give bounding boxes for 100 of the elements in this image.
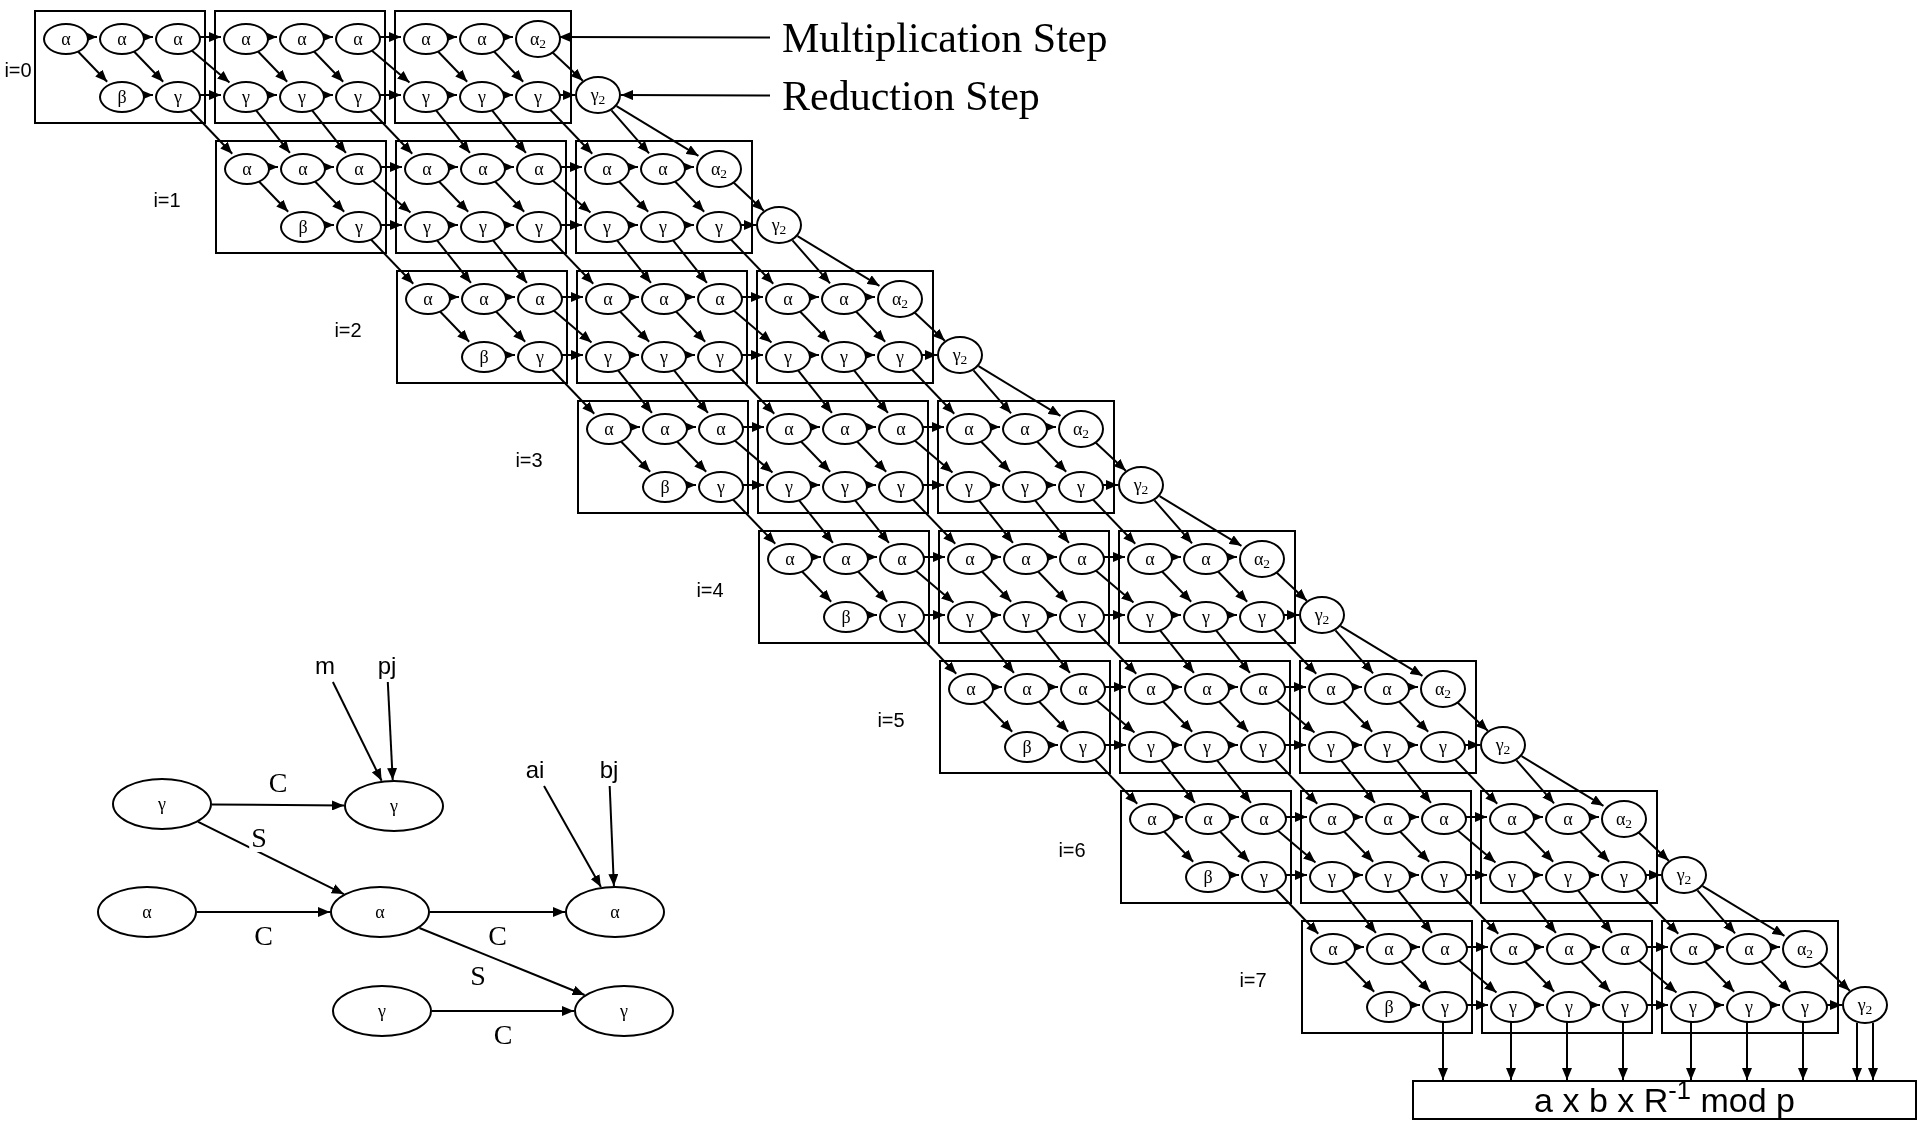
cell-ellipse: α [1003,543,1049,575]
arrow [331,681,383,782]
stage-frame [396,270,568,384]
cell-ellipse: α [1365,803,1411,835]
stage-frame [1299,660,1477,774]
cell-ellipse: γ [1058,471,1104,503]
row-label: i=2 [334,320,362,340]
arrow [1868,1021,1878,1081]
cell-ellipse: α [330,886,430,938]
cell-ellipse: α [1726,933,1772,965]
cell-ellipse: γ [1003,601,1049,633]
arrow [386,681,398,781]
cell-ellipse: γ [641,341,687,373]
input-label: ai [518,754,552,786]
cell-ellipse: α [1310,933,1356,965]
arrow [977,365,1062,417]
stage-frame [1118,530,1296,644]
row-label: i=3 [515,450,543,470]
arrow [1742,1020,1752,1081]
cell-ellipse: γ$_{2}$ [1661,856,1707,894]
cell-ellipse: γ [1421,861,1467,893]
cell-ellipse: γ [404,211,450,243]
cell-ellipse: α [1309,803,1355,835]
arrow [1852,1021,1862,1081]
cell-ellipse: γ [1183,601,1229,633]
cell-ellipse: α [1059,543,1105,575]
cell-ellipse: γ [516,211,562,243]
cell-ellipse: γ [1184,731,1230,763]
stage-frame [576,270,748,384]
cell-ellipse: γ [877,341,923,373]
arrow [1274,570,1308,602]
stage-frame [1301,920,1473,1034]
cell-ellipse: α [821,283,867,315]
stage-frame [937,400,1115,514]
cell-ellipse: γ [1309,861,1355,893]
cell-ellipse: γ [336,211,382,243]
cell-ellipse: γ [822,471,868,503]
cell-ellipse: α [698,413,744,445]
cell-ellipse: γ [697,341,743,373]
arrow [1562,1020,1572,1081]
cell-ellipse: γ [1489,861,1535,893]
cell-ellipse: α [1308,673,1354,705]
cell-ellipse: γ [879,601,925,633]
cell-ellipse: γ [279,81,325,113]
cell-ellipse: γ [1002,471,1048,503]
cell-ellipse: α$_{2}$ [1782,930,1828,968]
cell-ellipse: α [155,23,201,55]
cell-ellipse: α [99,23,145,55]
stage-frame [1480,790,1658,904]
stage-frame [757,400,929,514]
cell-ellipse: α [640,153,686,185]
stage-frame [758,530,930,644]
cell-ellipse: γ [112,778,212,830]
cell-ellipse: γ [1546,991,1592,1023]
arrow [972,369,1013,415]
cell-ellipse: γ [1545,861,1591,893]
cell-ellipse: α [766,413,812,445]
arrow [1455,700,1489,732]
cell-ellipse: γ [332,985,432,1037]
arrow [1093,440,1127,472]
cell-ellipse: β [280,211,326,243]
cell-ellipse: γ [1782,991,1828,1023]
cell-ellipse: α [1489,803,1535,835]
stage-frame [1120,790,1292,904]
cell-ellipse: α [586,413,632,445]
stage-frame [395,140,567,254]
stage-frame [575,140,753,254]
arrow [1636,830,1670,862]
stage-frame [939,660,1111,774]
arrow [1686,1020,1696,1081]
cell-ellipse: γ [696,211,742,243]
cell-ellipse: γ$_{2}$ [1842,986,1888,1024]
cell-ellipse: α [1128,673,1174,705]
arrow [1520,755,1605,807]
cell-ellipse: γ [1308,731,1354,763]
arrow [196,907,331,917]
cell-ellipse: α [765,283,811,315]
row-label: i=7 [1239,970,1267,990]
arrow [197,820,345,896]
cell-ellipse: α [767,543,813,575]
cell-ellipse: γ [1601,861,1647,893]
arrow [791,239,832,285]
cell-ellipse: γ [344,780,444,832]
cell-ellipse: γ [640,211,686,243]
cell-ellipse: γ [765,341,811,373]
cell-ellipse: γ$_{2}$ [937,336,983,374]
stage-frame [1119,660,1291,774]
cell-ellipse: α [1670,933,1716,965]
cell-ellipse: γ [1059,601,1105,633]
arrow [912,310,946,342]
arrow [1153,499,1194,545]
cell-ellipse: β [1185,861,1231,893]
stage-frame [34,10,206,124]
stage-frame [214,10,386,124]
cell-ellipse: α [1183,543,1229,575]
cell-ellipse: α [1127,543,1173,575]
arrow [731,180,765,212]
cell-ellipse: α [404,153,450,185]
cell-ellipse: β [1004,731,1050,763]
arrow [418,927,586,996]
